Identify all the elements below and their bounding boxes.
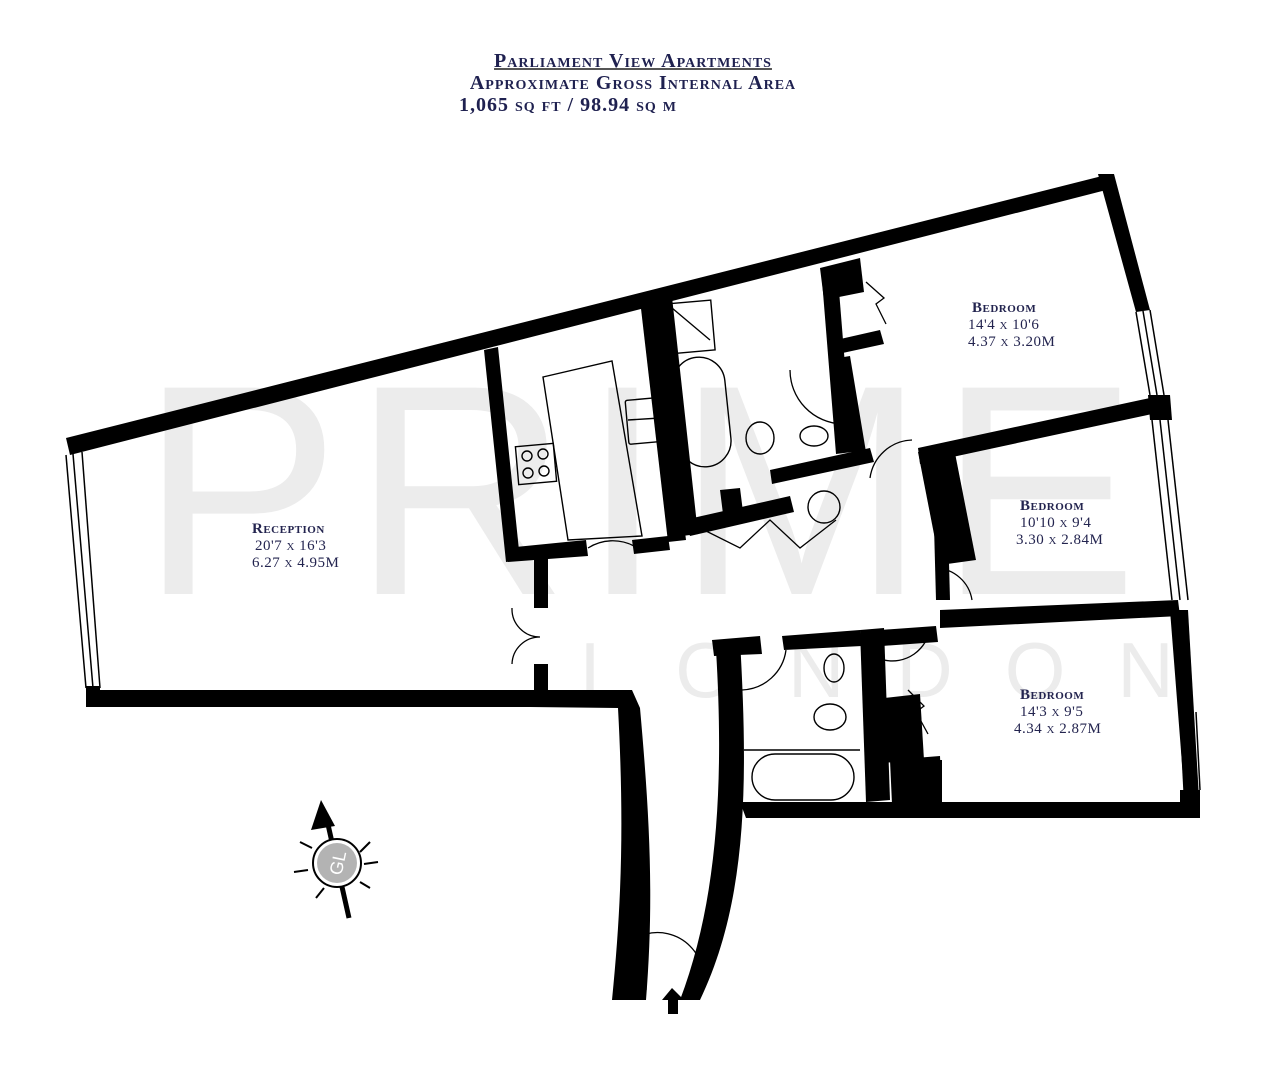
plan-header: Parliament View Apartments Approximate G…	[0, 50, 1266, 116]
room-label-bedroom-2: Bedroom 10'10 x 9'4 3.30 x 2.84M	[1016, 498, 1103, 549]
sink-icon	[624, 397, 662, 445]
bath1-door	[869, 439, 913, 479]
reception-double-door	[511, 607, 541, 665]
room-label-bedroom-3: Bedroom 14'3 x 9'5 4.34 x 2.87M	[1014, 687, 1101, 738]
room-label-bedroom-1: Bedroom 14'4 x 10'6 4.37 x 3.20M	[968, 300, 1055, 351]
doors	[511, 281, 973, 991]
bedroom3-door	[883, 627, 931, 662]
room-label-reception: Reception 20'7 x 16'3 6.27 x 4.95M	[252, 521, 339, 572]
north-arrow-icon	[293, 800, 379, 919]
room-dimensions-imperial: 10'10 x 9'4	[1020, 515, 1092, 531]
area-subtitle: Approximate Gross Internal Area	[469, 72, 797, 94]
room-name: Bedroom	[972, 300, 1037, 316]
room-dimensions-metric: 3.30 x 2.84M	[1016, 532, 1104, 548]
walls	[66, 174, 1200, 1000]
bath2-door	[741, 649, 787, 691]
room-dimensions-metric: 6.27 x 4.95M	[252, 555, 340, 571]
room-dimensions-imperial: 14'4 x 10'6	[968, 317, 1040, 333]
room-name: Reception	[252, 521, 325, 537]
hob-icon	[514, 442, 558, 486]
wardrobe-door	[865, 281, 887, 325]
toilet-icon	[745, 421, 775, 455]
basin-icon	[823, 653, 845, 683]
cylinder-icon	[807, 490, 841, 524]
entrance-arrow-icon	[662, 988, 684, 1014]
cupboard-door	[699, 519, 837, 549]
kitchen-door	[587, 540, 635, 549]
room-dimensions-imperial: 20'7 x 16'3	[255, 538, 327, 554]
basin-icon	[799, 425, 829, 447]
room-name: Bedroom	[1020, 687, 1085, 703]
bathtub-icon	[751, 753, 855, 801]
entrance-door	[645, 931, 705, 991]
shower-icon	[662, 299, 716, 355]
toilet-icon	[813, 703, 847, 731]
room-dimensions-imperial: 14'3 x 9'5	[1020, 704, 1084, 720]
bathtub-icon	[672, 356, 732, 468]
area-value: 1,065 sq ft / 98.94 sq m	[458, 94, 677, 116]
bedroom2-door	[935, 567, 973, 601]
property-title: Parliament View Apartments	[494, 50, 772, 72]
windows	[65, 309, 1201, 791]
wardrobe-door	[907, 689, 929, 735]
room-dimensions-metric: 4.34 x 2.87M	[1014, 721, 1102, 737]
bedroom1-door	[789, 369, 843, 425]
room-dimensions-metric: 4.37 x 3.20M	[968, 334, 1056, 350]
room-name: Bedroom	[1020, 498, 1085, 514]
fixtures	[514, 299, 860, 801]
